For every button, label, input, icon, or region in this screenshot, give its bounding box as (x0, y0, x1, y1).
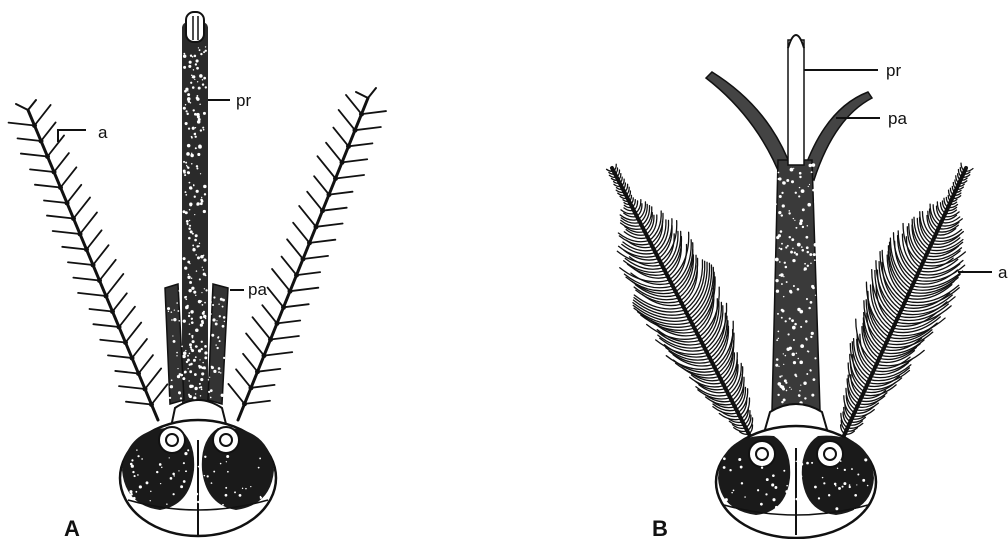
panel-a: pr a pa A (9, 12, 386, 539)
panel-label-b: B (652, 516, 668, 539)
label-pa-b: pa (888, 109, 907, 128)
label-pr-a: pr (236, 91, 251, 110)
leader-lines-a (58, 100, 244, 290)
panel-label-a: A (64, 516, 80, 539)
head-capsule-a (120, 420, 276, 536)
label-a-b: a (998, 263, 1008, 282)
proboscis-b (772, 35, 820, 410)
panel-b: pr pa a B (607, 35, 1008, 539)
label-pa-a: pa (248, 280, 267, 299)
label-a-a: a (98, 123, 108, 142)
head-capsule-b (716, 426, 876, 538)
label-pr-b: pr (886, 61, 901, 80)
